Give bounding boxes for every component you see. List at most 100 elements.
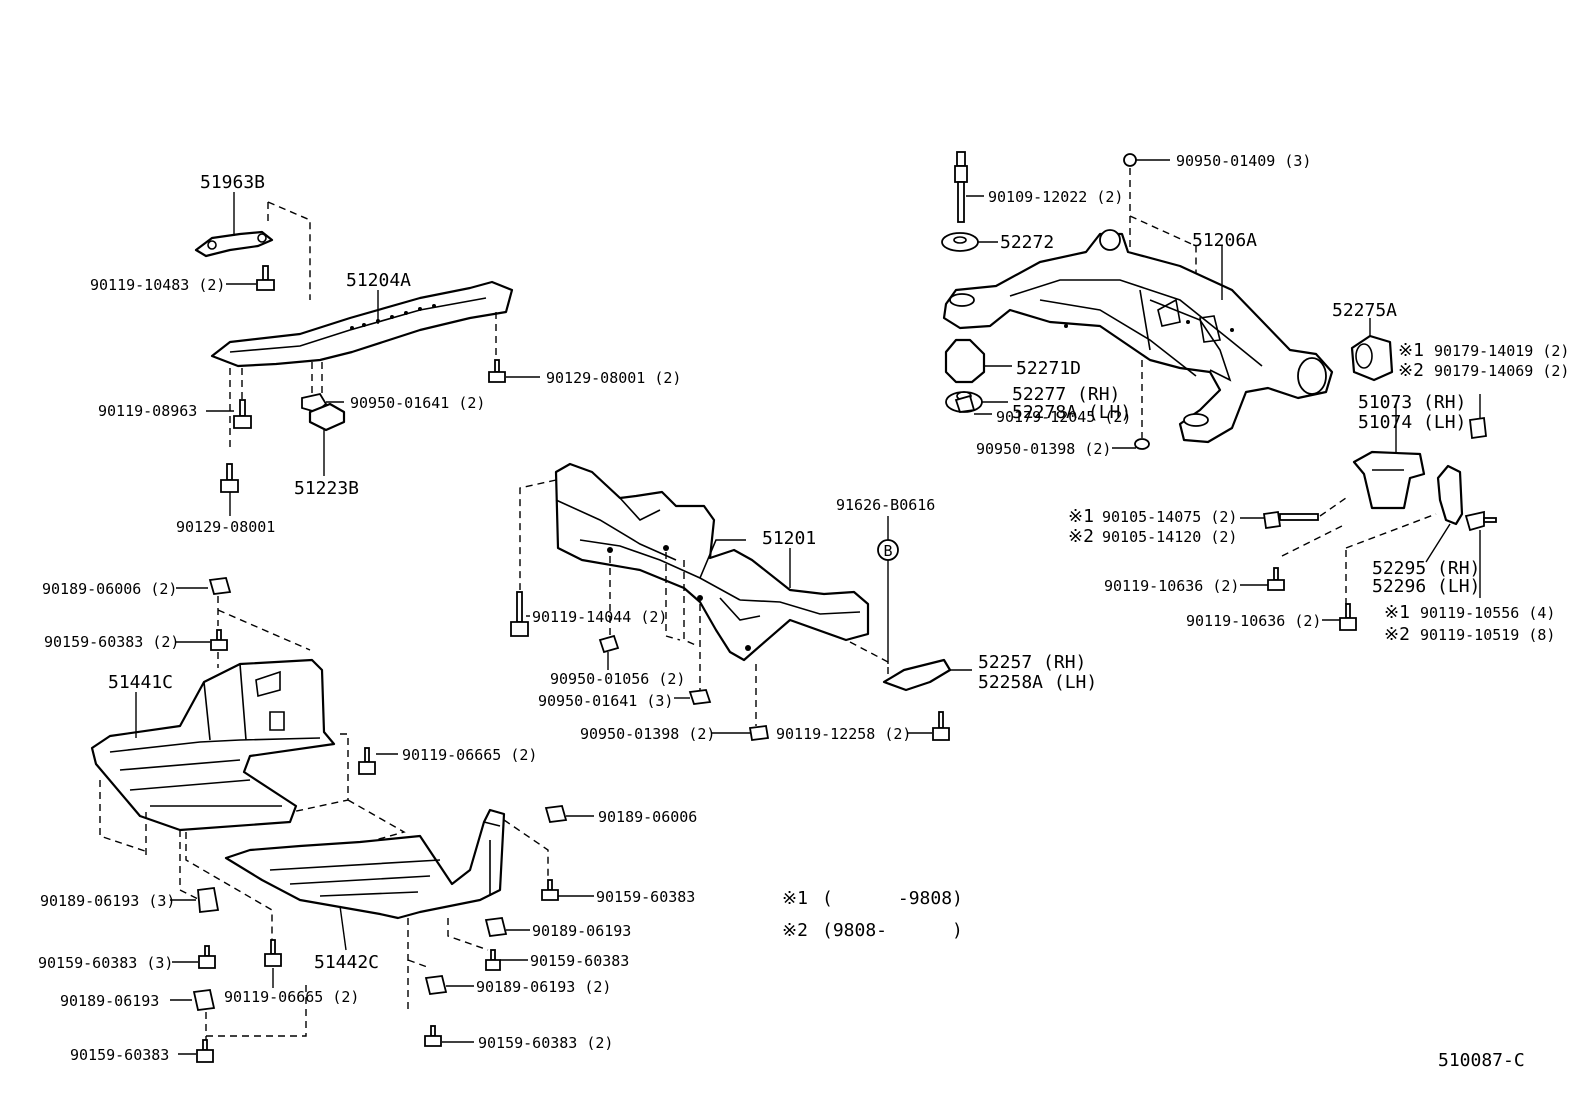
label-90119-12258: 90119-12258 (2)	[776, 725, 911, 743]
label-52277: 52277 (RH)	[1012, 384, 1120, 405]
clip-90189-06006-icon	[208, 577, 232, 595]
cover-ribs	[109, 737, 321, 807]
label-90189-06193-2: 90189-06193 (2)	[476, 978, 611, 996]
reference-code: 510087-C	[1438, 1050, 1525, 1071]
label-51223B: 51223B	[294, 478, 359, 499]
bolt-90159-60383-icon	[485, 949, 501, 971]
label-90179-12045: 90179-12045 (2)	[996, 408, 1131, 426]
member-hole	[1230, 328, 1234, 332]
label-90159-60383: 90159-60383	[70, 1046, 169, 1064]
member-bushing	[1297, 357, 1327, 395]
label-90109-12022: 90109-12022 (2)	[988, 188, 1123, 206]
bolt-90105-14075-icon	[1262, 510, 1319, 530]
guide-line	[1281, 497, 1437, 604]
guide-line	[267, 201, 311, 300]
plate-52295	[1436, 464, 1464, 526]
bolt-90119-10556-icon	[1464, 510, 1497, 532]
mark-2: ※2	[1398, 360, 1424, 381]
note-text-2: (9808- )	[822, 920, 963, 941]
stopper-52257	[882, 658, 952, 692]
nut-90950-01641-icon	[688, 689, 712, 705]
nut-90950-01409-icon	[1123, 153, 1137, 167]
label-90159-60383-3: 90159-60383 (3)	[38, 954, 173, 972]
note-mark-1: ※1	[782, 888, 808, 909]
label-90189-06006-2: 90189-06006 (2)	[42, 580, 177, 598]
label-90119-10556: 90119-10556 (4)	[1420, 604, 1555, 622]
note-text-1: ( -9808)	[822, 888, 963, 909]
bracket-51073	[1352, 450, 1426, 510]
bolt-90129-08001-icon	[220, 463, 239, 493]
label-90159-60383-2: 90159-60383 (2)	[44, 633, 179, 651]
nut-90179-12045-icon	[954, 394, 976, 413]
mark-2: ※2	[1384, 624, 1410, 645]
label-51442C: 51442C	[314, 952, 379, 973]
label-52257: 52257 (RH)	[978, 652, 1086, 673]
nut-90950-01398-icon	[1134, 438, 1150, 450]
bolt-90119-08963-icon	[233, 399, 252, 429]
crossmember-51201	[554, 462, 870, 662]
bracket-hole	[257, 233, 267, 243]
bracket-51963B	[194, 230, 274, 258]
member-hole	[1186, 320, 1190, 324]
bolt-90129-08001-icon	[488, 359, 506, 383]
bolt-90119-10483-icon	[256, 265, 275, 291]
cushion-52271D	[944, 338, 986, 384]
label-90159-60383-2: 90159-60383 (2)	[478, 1034, 613, 1052]
notes: ※1 ( -9808) ※2 (9808- )	[782, 888, 963, 941]
label-90189-06193: 90189-06193	[532, 922, 631, 940]
label-90119-14044: 90119-14044 (2)	[532, 608, 667, 626]
label-51206A: 51206A	[1192, 230, 1257, 251]
crossmember-51201-assembly: B	[510, 462, 972, 742]
label-90179-14019: 90179-14019 (2)	[1434, 342, 1569, 360]
label-51441C: 51441C	[108, 672, 173, 693]
beam-edge	[229, 297, 487, 353]
note-mark-2: ※2	[782, 920, 808, 941]
label-90950-01409: 90950-01409 (3)	[1176, 152, 1311, 170]
guide-line	[205, 982, 307, 1040]
cushion-hole	[953, 236, 967, 244]
guide-line	[99, 733, 406, 940]
label-90179-14069: 90179-14069 (2)	[1434, 362, 1569, 380]
bushing-hole	[1355, 343, 1373, 369]
nut-90950-01398-icon	[748, 724, 770, 742]
nut-90950-01056-icon	[598, 634, 620, 654]
label-90189-06193-3: 90189-06193 (3)	[40, 892, 175, 910]
label-52278A: 52278A (LH)	[1012, 402, 1131, 423]
label-52296: 52296 (LH)	[1372, 576, 1480, 597]
bubble-label: B	[883, 542, 892, 560]
part-labels: 51963B 90119-10483 (2) 51204A 90129-0800…	[38, 152, 1569, 1064]
guide-line	[229, 312, 497, 450]
crossmember-hole	[663, 545, 669, 551]
leader-line	[1425, 523, 1451, 563]
mark-2: ※2	[1068, 526, 1094, 547]
bolt-90119-06665-icon	[264, 939, 282, 967]
label-52295: 52295 (RH)	[1372, 558, 1480, 579]
rear-member-51206A-assembly	[941, 151, 1497, 631]
label-90950-01056: 90950-01056 (2)	[550, 670, 685, 688]
label-90950-01398-2: 90950-01398 (2)	[976, 440, 1111, 458]
label-90119-06665-2: 90119-06665 (2)	[402, 746, 537, 764]
label-91626-B0616: 91626-B0616	[836, 496, 935, 514]
crossmember-hole	[607, 547, 613, 553]
cover-ribs	[269, 821, 501, 897]
label-90159-60383: 90159-60383	[530, 952, 629, 970]
label-90159-60383: 90159-60383	[596, 888, 695, 906]
guide-line	[217, 596, 311, 668]
crossmember-hole	[745, 645, 751, 651]
guide-line	[519, 479, 889, 726]
cover-details	[203, 663, 285, 741]
bolt-90119-14044-icon	[510, 591, 529, 637]
label-51073: 51073 (RH)	[1358, 392, 1466, 413]
label-90189-06006: 90189-06006	[598, 808, 697, 826]
clip-90189-06193-icon	[424, 975, 448, 995]
label-90119-10636: 90119-10636 (2)	[1186, 612, 1321, 630]
label-90119-08963: 90119-08963	[98, 402, 197, 420]
member-mount-hole	[1183, 413, 1209, 427]
label-90129-08001-2: 90129-08001 (2)	[546, 369, 681, 387]
leader-line	[339, 905, 347, 951]
clip-90189-06193-icon	[484, 917, 508, 937]
clip-90189-06006-icon	[544, 805, 568, 823]
bolt-90119-12258-icon	[932, 711, 950, 741]
label-90105-14120: 90105-14120 (2)	[1102, 528, 1237, 546]
